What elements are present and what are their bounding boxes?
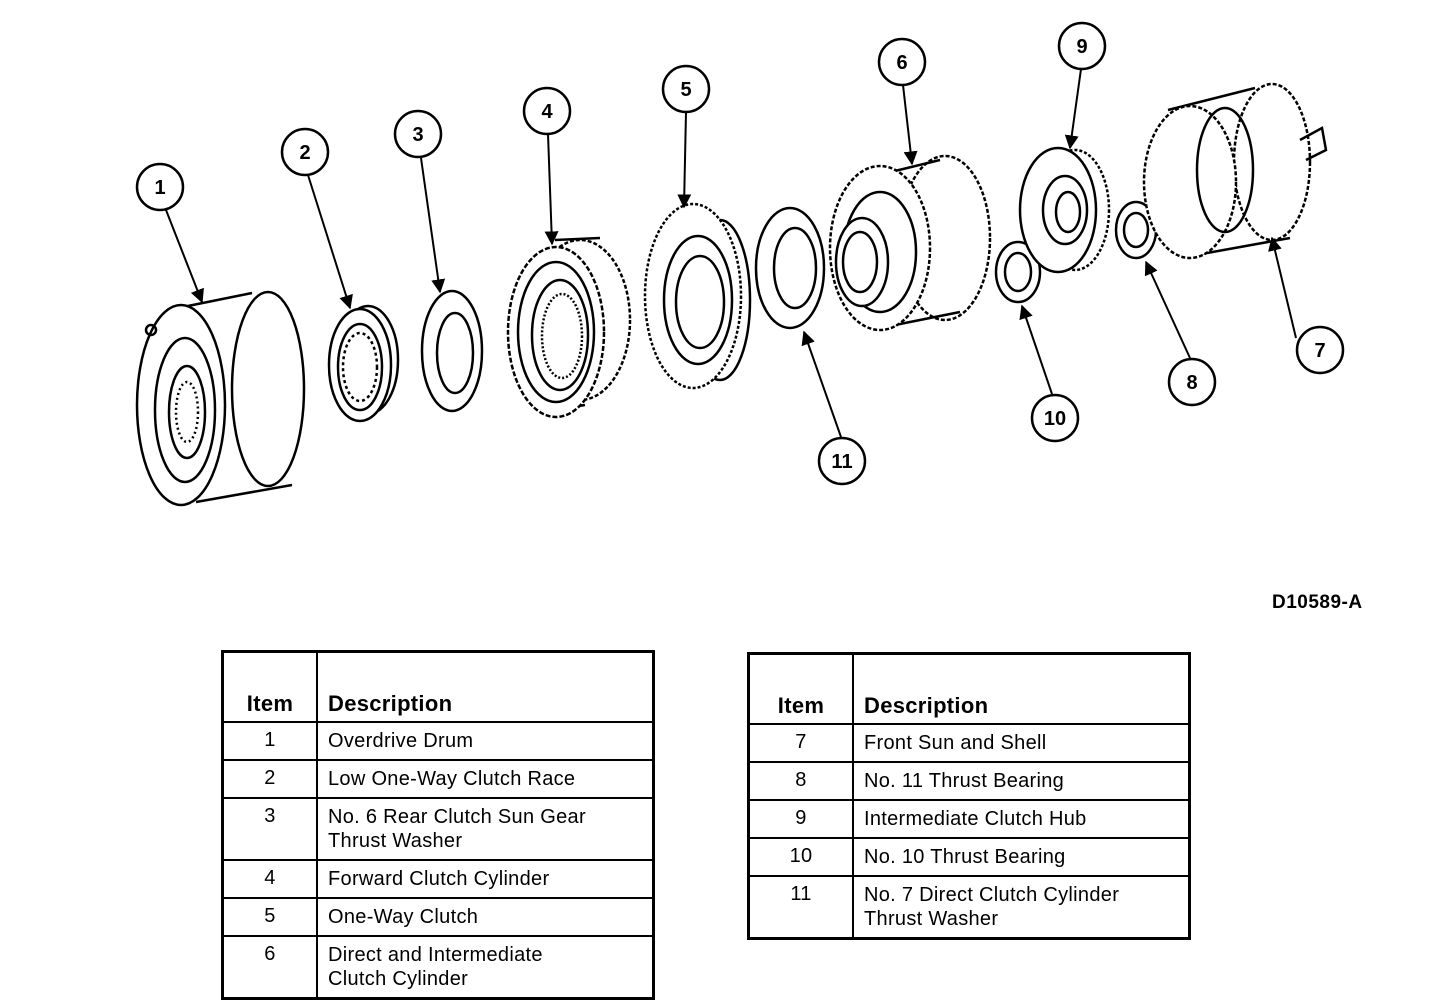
- description-line: Forward Clutch Cylinder: [328, 868, 550, 890]
- column-header-description: Description: [316, 650, 655, 723]
- part-no6-thrust-washer: [420, 289, 484, 413]
- callout-3-label: 3: [412, 124, 423, 146]
- description-line: No. 10 Thrust Bearing: [864, 846, 1066, 868]
- figure-code: D10589-A: [1272, 592, 1363, 613]
- callout-9-label: 9: [1076, 36, 1087, 58]
- item-number: 5: [221, 897, 318, 937]
- item-number: 6: [221, 935, 318, 1000]
- item-number: 1: [221, 721, 318, 761]
- table-row: 8 No. 11 Thrust Bearing: [747, 761, 1191, 801]
- callout-6-label: 6: [896, 52, 907, 74]
- table-row: 4 Forward Clutch Cylinder: [221, 859, 655, 899]
- description-line: One-Way Clutch: [328, 906, 479, 928]
- part-overdrive-drum: [135, 290, 306, 507]
- description-line: No. 6 Rear Clutch Sun Gear: [328, 806, 586, 828]
- item-description: Overdrive Drum: [316, 721, 655, 761]
- callout-10-label: 10: [1044, 408, 1066, 430]
- item-number: 8: [747, 761, 854, 801]
- item-number: 9: [747, 799, 854, 839]
- leader-lines: [165, 68, 1297, 438]
- callout-7: 7: [1295, 325, 1345, 375]
- description-line: Overdrive Drum: [328, 730, 474, 752]
- table-row: 10 No. 10 Thrust Bearing: [747, 837, 1191, 877]
- callouts: 1 2 3 4 5 6 7 8: [135, 21, 1345, 486]
- item-number: 3: [221, 797, 318, 861]
- part-front-sun-and-shell: [1142, 82, 1328, 260]
- part-forward-clutch-cylinder: [506, 236, 632, 419]
- callout-1: 1: [135, 162, 185, 212]
- legend-header-row: Item Description: [747, 652, 1191, 725]
- item-description: Forward Clutch Cylinder: [316, 859, 655, 899]
- item-number: 2: [221, 759, 318, 799]
- item-description: No. 11 Thrust Bearing: [852, 761, 1191, 801]
- item-description: No. 10 Thrust Bearing: [852, 837, 1191, 877]
- table-row: 1 Overdrive Drum: [221, 721, 655, 761]
- part-low-one-way-clutch-race: [327, 304, 400, 423]
- callout-11: 11: [817, 436, 867, 486]
- description-line: Direct and Intermediate: [328, 944, 543, 966]
- column-header-item: Item: [221, 650, 318, 723]
- table-row: 5 One-Way Clutch: [221, 897, 655, 937]
- item-number: 7: [747, 723, 854, 763]
- table-row: 9 Intermediate Clutch Hub: [747, 799, 1191, 839]
- callout-7-label: 7: [1314, 340, 1325, 362]
- callout-10: 10: [1030, 393, 1080, 443]
- part-no10-thrust-bearing: [994, 240, 1042, 304]
- callout-5-label: 5: [680, 79, 691, 101]
- callout-4: 4: [522, 86, 572, 136]
- callout-1-label: 1: [154, 177, 165, 199]
- column-header-description: Description: [852, 652, 1191, 725]
- callout-9: 9: [1057, 21, 1107, 71]
- legend-header-row: Item Description: [221, 650, 655, 723]
- table-row: 7 Front Sun and Shell: [747, 723, 1191, 763]
- description-line: Front Sun and Shell: [864, 732, 1047, 754]
- description-line: No. 7 Direct Clutch Cylinder: [864, 884, 1120, 906]
- exploded-parts-diagram: 1 2 3 4 5 6 7 8: [135, 21, 1345, 507]
- callout-3: 3: [393, 109, 443, 159]
- description-line: Thrust Washer: [328, 830, 463, 852]
- column-header-item: Item: [747, 652, 854, 725]
- callout-5: 5: [661, 64, 711, 114]
- callout-8: 8: [1167, 357, 1217, 407]
- part-one-way-clutch: [643, 202, 752, 390]
- callout-11-label: 11: [831, 451, 852, 473]
- legend-table-left: Item Description 1 Overdrive Drum 2 Low …: [221, 650, 655, 1000]
- item-number: 10: [747, 837, 854, 877]
- item-description: Front Sun and Shell: [852, 723, 1191, 763]
- item-description: Intermediate Clutch Hub: [852, 799, 1191, 839]
- item-number: 11: [747, 875, 854, 940]
- item-description: One-Way Clutch: [316, 897, 655, 937]
- description-line: No. 11 Thrust Bearing: [864, 770, 1065, 792]
- part-direct-intermediate-clutch-cylinder: [828, 154, 992, 332]
- callout-4-label: 4: [541, 101, 553, 123]
- description-line: Thrust Washer: [864, 908, 999, 930]
- table-row: 2 Low One-Way Clutch Race: [221, 759, 655, 799]
- part-intermediate-clutch-hub: [1018, 146, 1111, 274]
- callout-2-label: 2: [299, 142, 310, 164]
- description-line: Intermediate Clutch Hub: [864, 808, 1087, 830]
- callout-8-label: 8: [1186, 372, 1197, 394]
- legend-table-right: Item Description 7 Front Sun and Shell 8…: [747, 652, 1191, 940]
- item-number: 4: [221, 859, 318, 899]
- description-line: Clutch Cylinder: [328, 968, 469, 990]
- item-description: Low One-Way Clutch Race: [316, 759, 655, 799]
- description-line: Low One-Way Clutch Race: [328, 768, 576, 790]
- part-no7-thrust-washer: [754, 206, 826, 330]
- callout-2: 2: [280, 127, 330, 177]
- callout-6: 6: [877, 37, 927, 87]
